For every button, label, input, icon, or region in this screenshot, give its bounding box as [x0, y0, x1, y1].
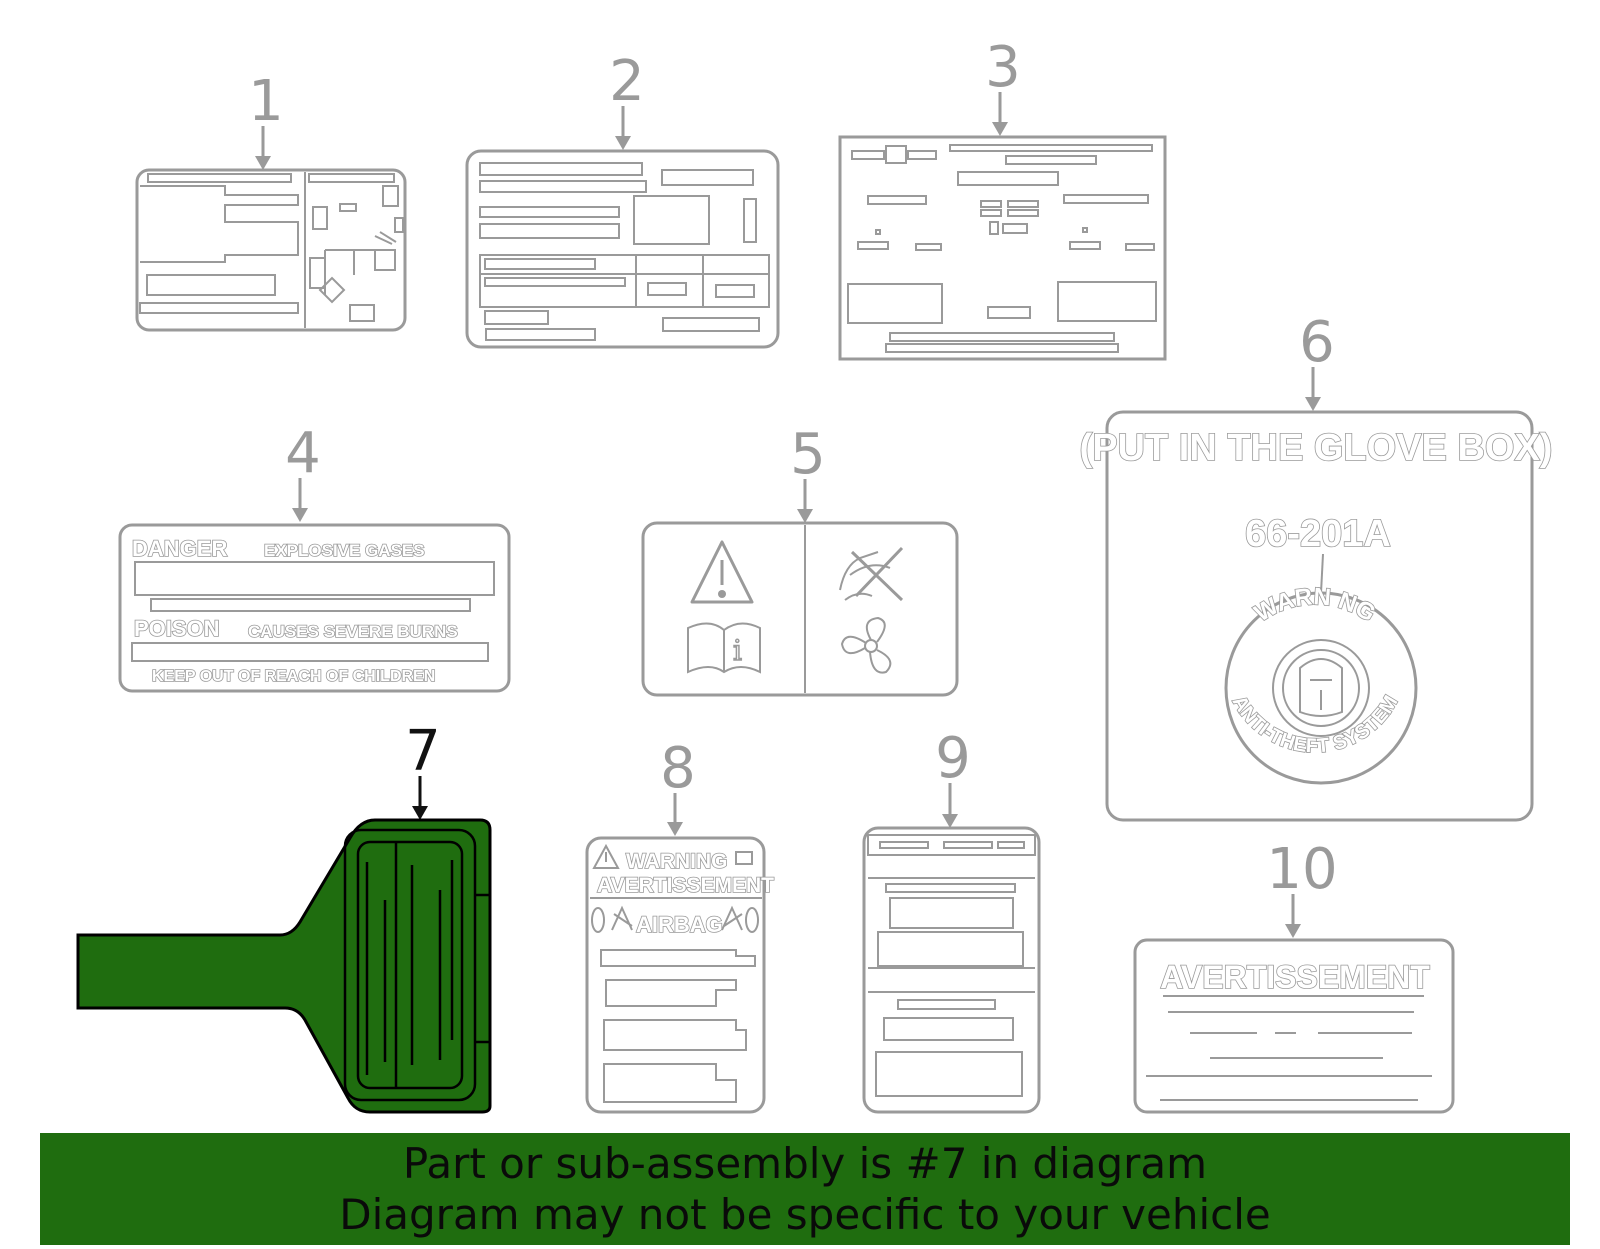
warning-triangle-small-icon — [592, 843, 620, 869]
poison-text: POISON — [134, 616, 220, 641]
label-3[interactable] — [838, 135, 1167, 361]
fan-icon — [840, 616, 892, 674]
svg-text:WARN NG: WARN NG — [1250, 583, 1380, 627]
callout-7[interactable]: 7 — [405, 719, 441, 820]
avertissement-text-10: AVERTISSEMENT — [1160, 959, 1430, 995]
label-2[interactable] — [465, 149, 780, 349]
warning-triangle-icon — [690, 540, 754, 604]
label-6[interactable]: (PUT IN THE GLOVE BOX) 66-201A WARN NG A… — [1079, 410, 1553, 822]
callout-number-6: 6 — [1299, 310, 1335, 375]
label-1[interactable] — [135, 168, 407, 332]
label-9[interactable] — [862, 826, 1041, 1114]
callout-number-9: 9 — [935, 726, 971, 791]
seat-left-icon — [611, 905, 633, 931]
banner-line-2: Diagram may not be specific to your vehi… — [339, 1190, 1271, 1239]
callout-6[interactable]: 6 — [1299, 310, 1335, 411]
airbag-text: AIRBAG — [636, 912, 723, 937]
callout-3[interactable]: 3 — [985, 35, 1021, 136]
callout-number-5: 5 — [790, 422, 826, 487]
callout-5[interactable]: 5 — [790, 422, 826, 523]
avertissement-text: AVERTISSEMENT — [597, 874, 774, 897]
label-7-highlighted[interactable] — [76, 818, 492, 1114]
label-4[interactable]: DANGER EXPLOSIVE GASES POISON CAUSES SEV… — [118, 523, 511, 693]
callout-4[interactable]: 4 — [285, 421, 321, 522]
danger-text: DANGER — [132, 536, 227, 561]
warning-arc-text: WARN NG — [1249, 582, 1381, 628]
callout-2[interactable]: 2 — [609, 49, 645, 150]
label-10[interactable]: AVERTISSEMENT — [1133, 938, 1455, 1114]
airbag-left-icon — [591, 907, 605, 933]
keep-out-text: KEEP OUT OF REACH OF CHILDREN — [152, 668, 435, 685]
callout-number-2: 2 — [609, 49, 645, 114]
manual-small-icon — [735, 851, 753, 865]
part-number-text: 66-201A — [1245, 513, 1391, 555]
label-8[interactable]: WARNING AVERTISSEMENT AIRBAG — [585, 836, 775, 1114]
banner-line-1: Part or sub-assembly is #7 in diagram — [402, 1139, 1208, 1188]
callout-number-8: 8 — [660, 736, 696, 801]
manual-book-icon: i — [687, 622, 761, 674]
glove-box-text: (PUT IN THE GLOVE BOX) — [1080, 427, 1553, 469]
callout-9[interactable]: 9 — [935, 726, 971, 828]
svg-text:i: i — [733, 634, 742, 667]
seat-right-icon — [721, 905, 743, 931]
airbag-right-icon — [745, 907, 759, 933]
callout-10[interactable]: 10 — [1266, 837, 1338, 938]
callout-1[interactable]: 1 — [248, 69, 284, 170]
causes-burns-text: CAUSES SEVERE BURNS — [248, 622, 458, 641]
callout-number-1: 1 — [248, 69, 284, 134]
key-fob-icon — [1299, 658, 1343, 717]
callout-number-4: 4 — [285, 421, 321, 486]
callout-number-3: 3 — [985, 35, 1021, 100]
warning-text: WARNING — [626, 850, 728, 873]
explosive-gases-text: EXPLOSIVE GASES — [264, 541, 425, 560]
info-banner: Part or sub-assembly is #7 in diagram Di… — [40, 1133, 1570, 1245]
callout-8[interactable]: 8 — [660, 736, 696, 836]
callout-number-7: 7 — [405, 719, 441, 784]
no-hands-fan-icon — [839, 546, 904, 602]
label-5[interactable]: i — [641, 521, 959, 697]
callout-number-10: 10 — [1266, 837, 1337, 902]
